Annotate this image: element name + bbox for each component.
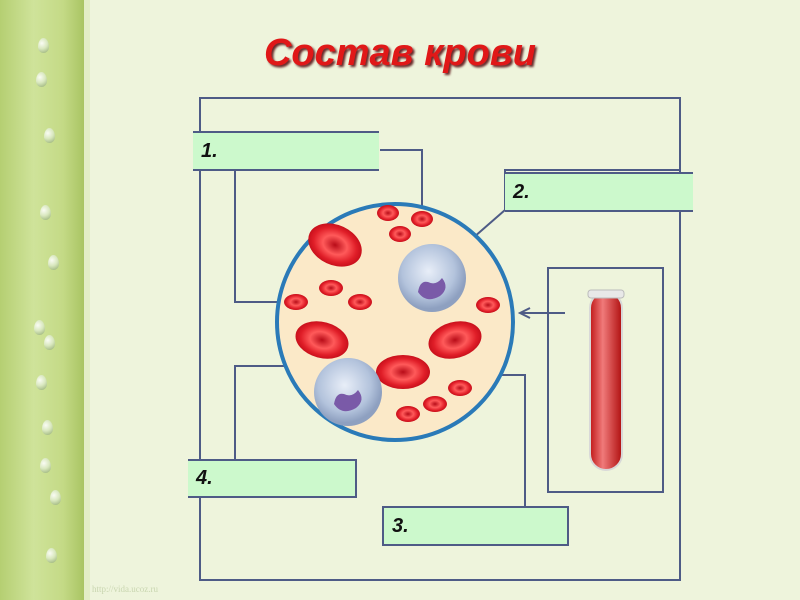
water-drop-icon (38, 38, 49, 53)
test-tube (587, 289, 625, 471)
label-number: 2. (513, 180, 530, 203)
decorative-side-strip (0, 0, 84, 600)
water-drop-icon (44, 128, 55, 143)
water-drop-icon (50, 490, 61, 505)
label-box-3[interactable]: 3. (382, 506, 569, 546)
water-drop-icon (42, 420, 53, 435)
label-number: 4. (196, 467, 213, 489)
red-blood-cells (284, 205, 500, 422)
label-box-4[interactable]: 4. (188, 459, 357, 498)
water-drop-icon (40, 205, 51, 220)
slide-title: Состав крови (263, 32, 537, 74)
side-strip-edge (84, 0, 90, 600)
label-box-1[interactable]: 1. (193, 131, 379, 171)
label-box-2[interactable]: 2. (505, 172, 693, 212)
water-drop-icon (46, 548, 57, 563)
water-drop-icon (48, 255, 59, 270)
water-drop-icon (34, 320, 45, 335)
water-drop-icon (36, 72, 47, 87)
label-number: 1. (201, 139, 218, 162)
water-drop-icon (44, 335, 55, 350)
water-drop-icon (36, 375, 47, 390)
water-drop-icon (40, 458, 51, 473)
white-blood-cells (314, 244, 466, 426)
label-number: 3. (392, 514, 409, 537)
watermark: http://vida.ucoz.ru (92, 584, 158, 594)
